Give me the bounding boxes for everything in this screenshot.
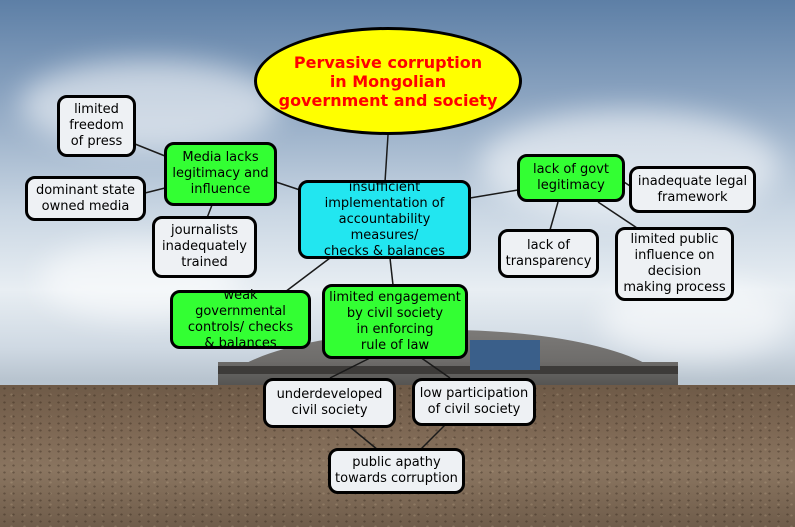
node-transparency: lack of transparency [498,229,599,278]
node-weak-controls: weak governmental controls/ checks & bal… [170,288,311,351]
node-central: insufficient implementation of accountab… [298,180,471,259]
node-underdeveloped: underdeveloped civil society [263,378,396,428]
diagram-title: Pervasive corruption in Mongolian govern… [254,27,522,135]
node-media: Media lacks legitimacy and influence [164,142,277,206]
connector-line [419,356,451,379]
connector-line [275,181,301,191]
yurt-door [470,340,540,370]
connector-line [329,356,373,379]
connector-line [597,201,641,231]
connector-line [419,424,446,451]
node-govt-legitimacy: lack of govt legitimacy [517,154,625,202]
node-apathy: public apathy towards corruption [328,448,465,494]
connector-line [469,189,519,199]
node-civil-engagement: limited engagement by civil society in e… [322,284,468,359]
connector-line [284,257,331,293]
connector-line [134,143,166,157]
yurt-band [218,366,678,374]
node-press: limited freedom of press [57,95,136,157]
node-low-participation: low participation of civil society [412,378,536,426]
node-journalists: journalists inadequately trained [152,216,257,278]
node-legal-framework: inadequate legal framework [629,166,756,213]
connector-line [389,257,394,286]
connector-line [349,426,379,451]
connector-line [384,134,389,183]
connector-line [549,201,559,231]
node-public-influence: limited public influence on decision mak… [615,227,734,301]
connector-line [206,204,213,219]
connector-line [144,187,166,194]
node-state-media: dominant state owned media [25,176,146,221]
